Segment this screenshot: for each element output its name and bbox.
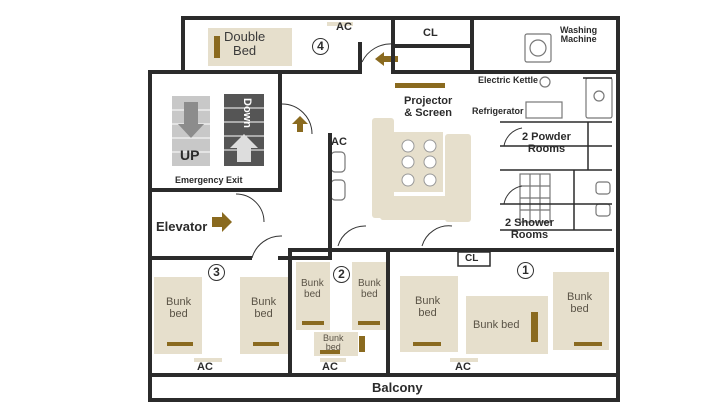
toilet-left-1 [330, 151, 346, 173]
partitions [457, 77, 612, 267]
arrow-right-icon [212, 212, 232, 232]
bunk-bed-r3b [240, 277, 288, 354]
stairs-down-label: Down [241, 98, 253, 128]
toilet-right-2 [595, 203, 611, 217]
arrow-left-icon [375, 52, 398, 66]
washing-machine-label: Washing Machine [560, 25, 598, 45]
bunk-bed-r2a [296, 262, 330, 330]
arrow-icons [212, 52, 398, 232]
bunk-label-r1b: Bunk bed [473, 319, 520, 331]
bunk-bed-r3a [154, 277, 202, 354]
stairs [172, 94, 264, 166]
bunk-label-r3b: Bunk bed [251, 296, 277, 320]
cl-label-top: CL [423, 27, 438, 39]
room-3-number: 3 [208, 264, 225, 281]
double-bed [208, 28, 292, 66]
room-1-number: 1 [517, 262, 534, 279]
fridge-icon [525, 101, 563, 119]
balcony-label: Balcony [372, 380, 423, 395]
ac-label-r1: AC [455, 361, 471, 373]
sink-icon [585, 77, 613, 119]
kettle-icon [539, 76, 551, 88]
emergency-exit-label: Emergency Exit [175, 175, 243, 185]
toilet-right-1 [595, 181, 611, 195]
stairs-up-label: UP [180, 147, 200, 163]
elevator-label: Elevator [156, 219, 208, 234]
projector-label: Projector & Screen [404, 95, 453, 119]
ac-label-r2: AC [322, 361, 338, 373]
sofa-right [445, 134, 471, 222]
room-2-number: 2 [333, 266, 350, 283]
bunk-label-r2c: Bunk bed [323, 333, 344, 353]
powder-rooms-label: 2 Powder Rooms [522, 131, 571, 155]
stairs-down-arrow-icon [230, 134, 258, 162]
stairs-up-arrow-icon [178, 102, 204, 138]
sofa-left [372, 118, 394, 218]
bunk-label-r2b: Bunk bed [358, 278, 381, 300]
bunk-bed-r1c [553, 272, 609, 350]
bunk-label-r1c: Bunk bed [567, 291, 593, 315]
refrigerator-label: Refrigerator [472, 106, 524, 116]
bunk-label-r2a: Bunk bed [301, 278, 324, 300]
ac-label-r3: AC [197, 361, 213, 373]
bunk-label-r1a: Bunk bed [415, 295, 441, 319]
walls [148, 16, 620, 402]
electric-kettle-label: Electric Kettle [478, 75, 539, 85]
ac-label-top: AC [336, 21, 352, 33]
dining-chairs [401, 139, 437, 187]
toilet-left-2 [330, 179, 346, 201]
bunk-label-r3a: Bunk bed [166, 296, 192, 320]
bunk-bed-r2b [352, 262, 386, 330]
ac-label-mid: AC [331, 136, 347, 148]
sofa-bottom [380, 196, 448, 220]
furniture-layer [154, 28, 609, 356]
arrow-up-icon [292, 116, 308, 132]
washing-machine-icon [524, 33, 552, 63]
cl-label-mid: CL [465, 253, 479, 264]
bunk-bed-r1a [400, 276, 458, 352]
shower-rooms-label: 2 Shower Rooms [505, 217, 554, 241]
room-4-number: 4 [312, 38, 329, 55]
accent-layer [167, 22, 602, 362]
double-bed-label: Double Bed [224, 29, 266, 58]
